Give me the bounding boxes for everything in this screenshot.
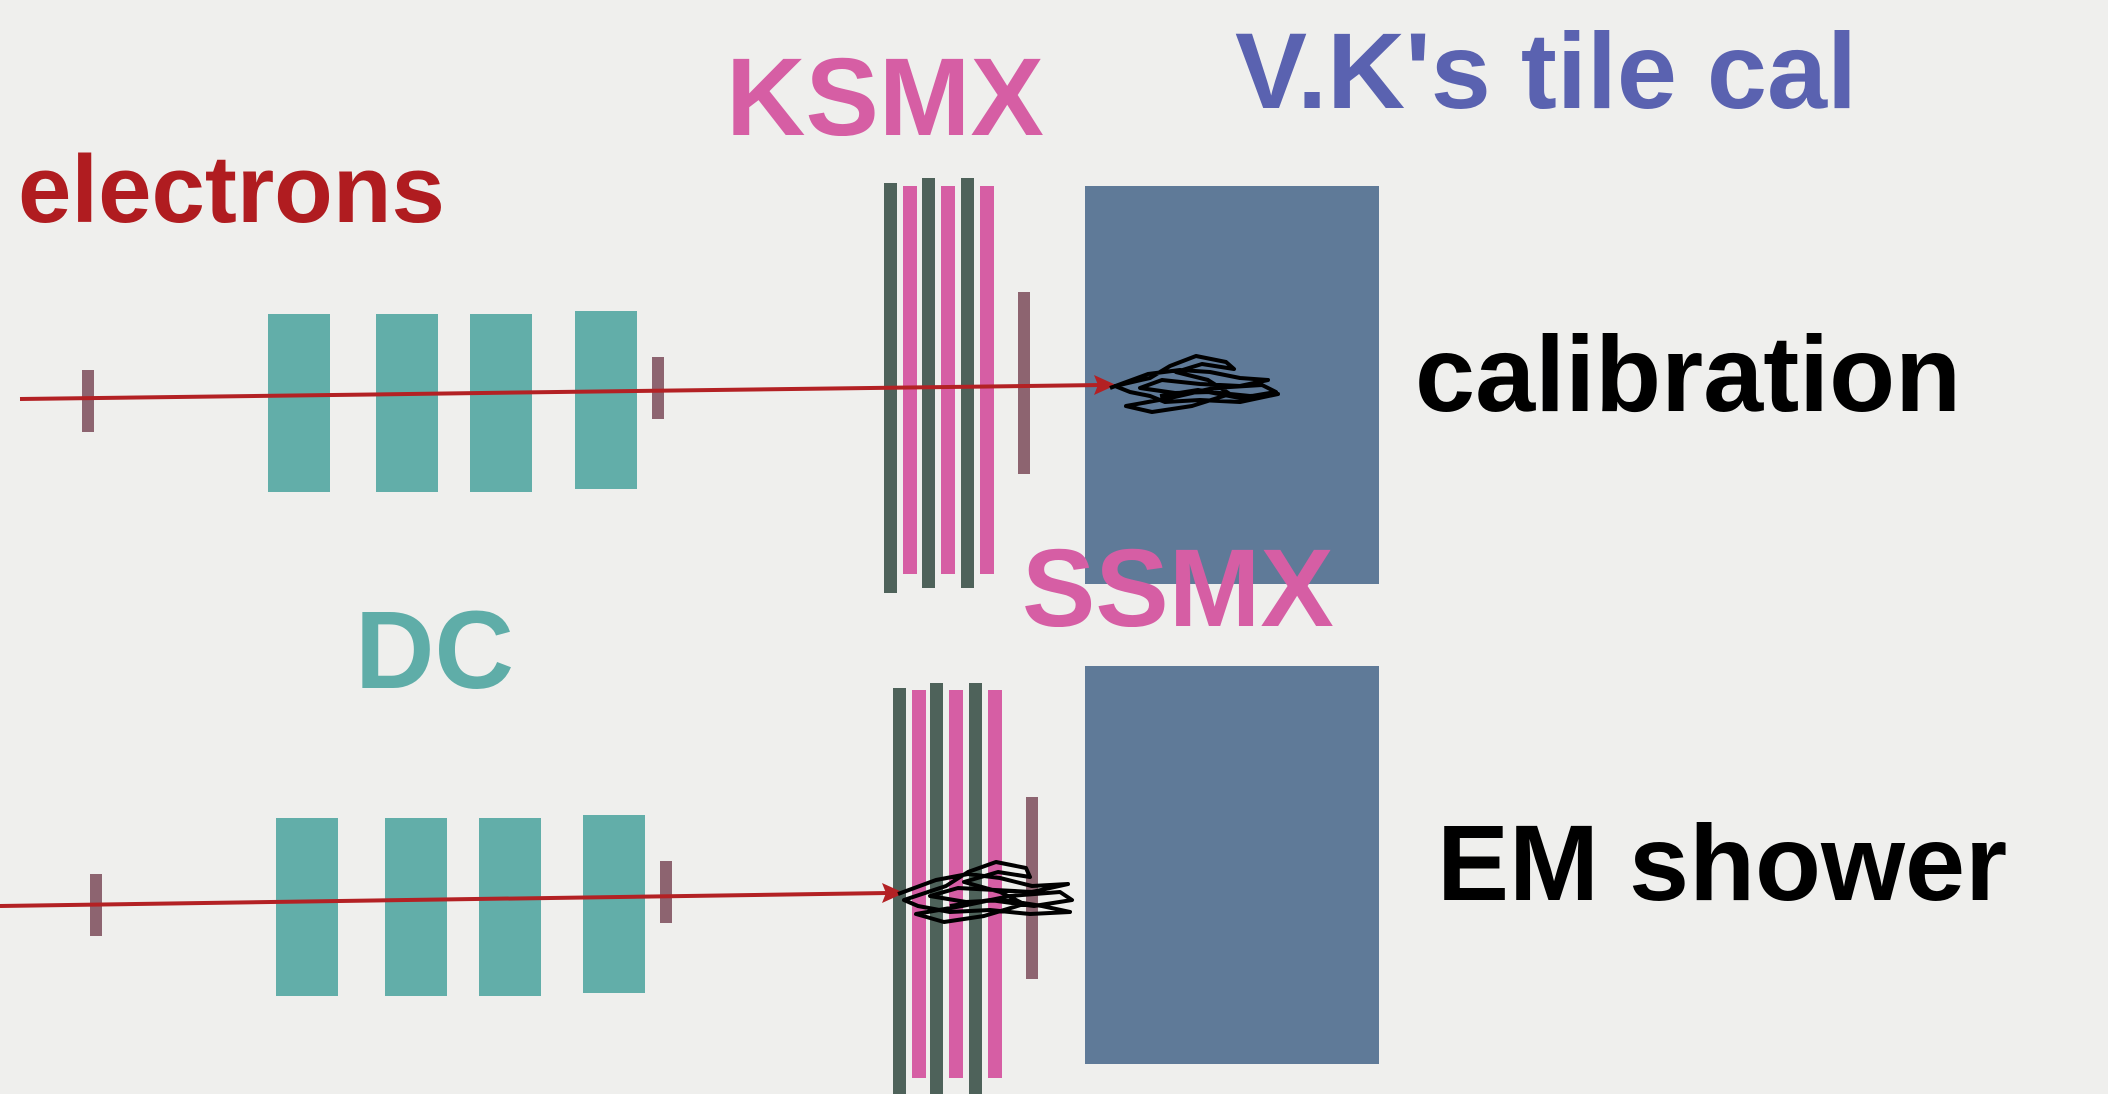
bottom-marker-mid (660, 861, 672, 923)
top-marker-left (82, 370, 94, 432)
top-ksmx-pink-layer-2 (941, 186, 955, 574)
top-ksmx-dark-layer-2 (922, 178, 935, 588)
bottom-dc-chamber-4 (583, 815, 645, 993)
top-beam-line (19, 383, 1103, 401)
ksmx-label: KSMX (726, 36, 1044, 159)
top-ksmx-dark-layer-3 (961, 178, 974, 588)
top-ksmx-pink-layer-3 (980, 186, 994, 574)
top-shower-icon (1109, 354, 1280, 414)
bottom-dc-chamber-1 (276, 818, 338, 996)
bottom-ssmx-pink-layer-1 (912, 690, 926, 1078)
bottom-ssmx-pink-layer-3 (988, 690, 1002, 1078)
top-dc-chamber-2 (376, 314, 438, 492)
top-marker-right (1018, 292, 1030, 474)
dc-label: DC (355, 589, 514, 712)
em-shower-label: EM shower (1437, 802, 2007, 923)
bottom-ssmx-pink-layer-2 (949, 690, 963, 1078)
bottom-setup (0, 666, 1379, 1094)
top-dc-chamber-3 (470, 314, 532, 492)
bottom-beam-line (0, 891, 889, 908)
top-beam-arrowhead (1094, 375, 1116, 395)
labels: electrons KSMX V.K's tile cal calibratio… (18, 10, 2007, 923)
top-dc-chamber-4 (575, 311, 637, 489)
top-marker-mid (652, 357, 664, 419)
calibration-label: calibration (1415, 313, 1961, 434)
top-ksmx-pink-layer-1 (903, 186, 917, 574)
electrons-label: electrons (18, 136, 445, 243)
tile-cal-label: V.K's tile cal (1235, 10, 1857, 131)
ssmx-label: SSMX (1022, 527, 1334, 650)
top-dc-chamber-1 (268, 314, 330, 492)
bottom-calorimeter-block (1085, 666, 1379, 1064)
bottom-beam-arrowhead (882, 883, 904, 903)
bottom-dc-chamber-3 (479, 818, 541, 996)
bottom-shower-icon (897, 860, 1074, 924)
top-setup (19, 178, 1379, 593)
bottom-dc-chamber-2 (385, 818, 447, 996)
